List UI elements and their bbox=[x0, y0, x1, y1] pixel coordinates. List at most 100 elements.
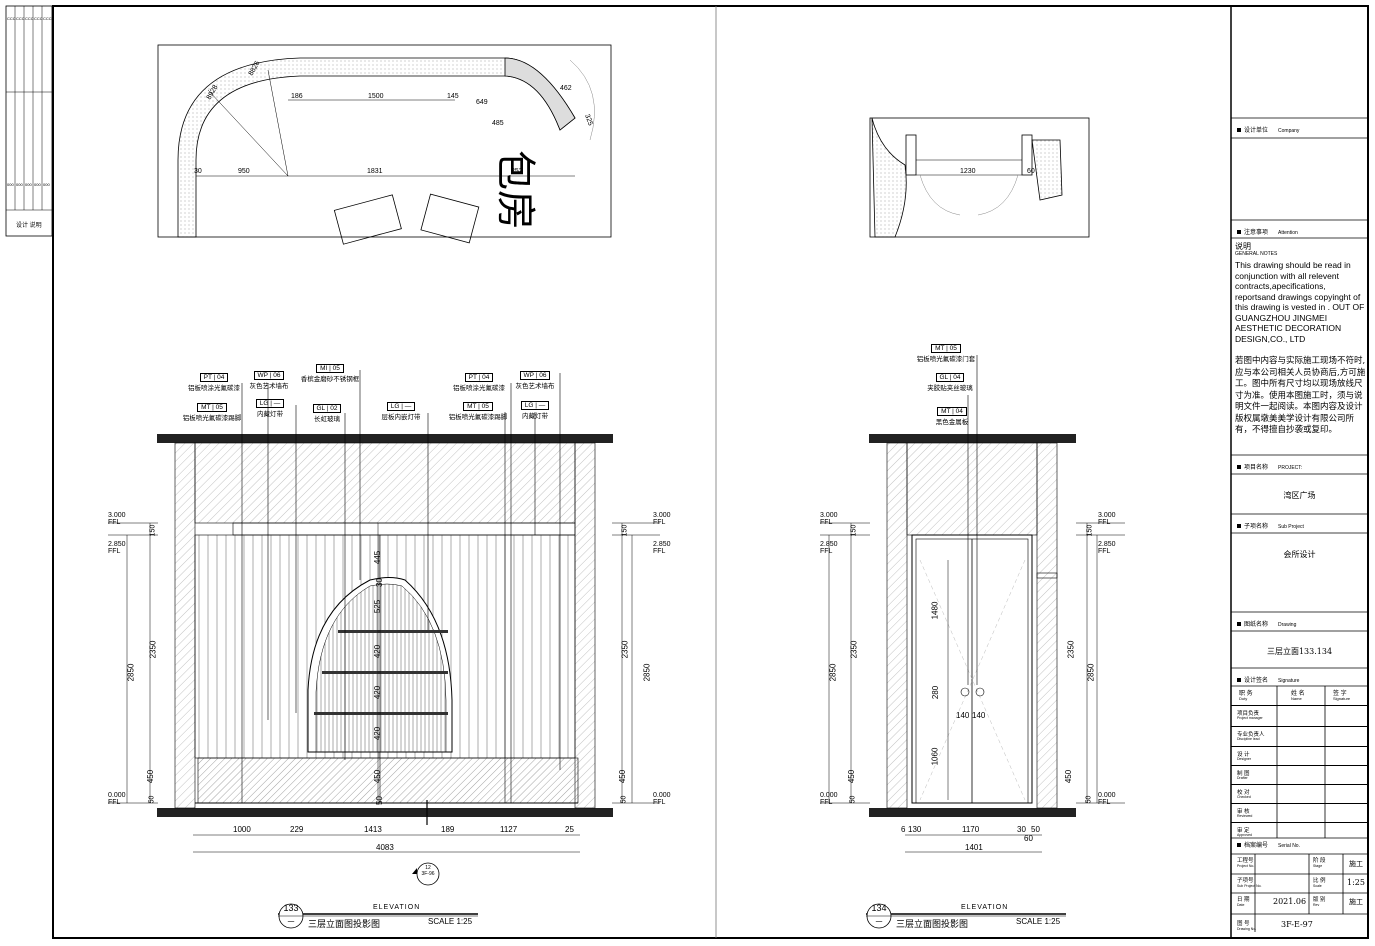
tag-code: WP bbox=[523, 372, 534, 379]
material-tag: MT | 04 黑色金属板 bbox=[930, 407, 974, 426]
elevation-134 bbox=[869, 355, 1076, 817]
elevation-label: ELEVATION bbox=[373, 904, 421, 911]
v-dim: 450 bbox=[847, 769, 857, 784]
center-dim: 140 bbox=[956, 711, 970, 720]
material-tag: GL | 04 夹胶贴夹丝玻璃 bbox=[922, 373, 978, 392]
h-dim: 130 bbox=[908, 825, 922, 834]
h-dim: 60 bbox=[1024, 834, 1033, 843]
v-dim: 2350 bbox=[620, 640, 630, 659]
stage-label: 阶 段 bbox=[1313, 858, 1326, 864]
tag-num: 05 bbox=[332, 365, 340, 372]
level-mark: 3.000 FFL bbox=[820, 512, 838, 526]
notes-en-title: GENERAL NOTES bbox=[1235, 251, 1278, 257]
level-mark: 0.000 FFL bbox=[820, 792, 838, 806]
subproject-no-label-en: Sub Project No. bbox=[1237, 884, 1262, 888]
plan-dim: 60 bbox=[1027, 168, 1035, 175]
v-dim: 2350 bbox=[148, 640, 158, 659]
h-dim: 25 bbox=[565, 825, 574, 834]
sig-header-row: 职 务 Duty 姓 名 Name 签 字 Signature bbox=[1239, 691, 1351, 701]
plan-view-133: 包房 bbox=[157, 44, 612, 245]
level-mark: 2.850 FFL bbox=[820, 541, 838, 555]
h-dim: 1127 bbox=[500, 825, 518, 834]
rev-label: 版 别 bbox=[1313, 897, 1326, 903]
level-mark: 3.000 FFL bbox=[108, 512, 126, 526]
v-dim: 150 bbox=[621, 524, 629, 537]
material-tag: LG | — 层板内嵌灯带 bbox=[374, 402, 428, 421]
tag-code: MT bbox=[467, 403, 477, 410]
plan-dim: 1831 bbox=[367, 168, 383, 175]
notes-cn-title: 说明 bbox=[1235, 242, 1251, 251]
center-dim: 420 bbox=[373, 644, 383, 659]
tag-code: MT bbox=[941, 408, 951, 415]
level-mark: 2.850 FFL bbox=[653, 541, 671, 555]
tag-code: PT bbox=[468, 374, 477, 381]
level-mark: 3.000 FFL bbox=[653, 512, 671, 526]
tag-num: 02 bbox=[330, 405, 338, 412]
date-label-en: Date bbox=[1237, 903, 1245, 907]
plan-dim: 1500 bbox=[368, 93, 384, 100]
center-dim: 445 bbox=[373, 550, 383, 565]
tag-desc: 长虹玻璃 bbox=[314, 415, 340, 423]
v-dim: 150 bbox=[149, 524, 157, 537]
center-dim: 50 bbox=[374, 796, 384, 805]
svg-text:包房: 包房 bbox=[492, 150, 538, 230]
tag-code: MI bbox=[320, 365, 328, 372]
tag-desc: 铝板喷光氟碳漆踢脚 bbox=[182, 414, 242, 422]
stage-value: 施工 bbox=[1349, 860, 1363, 868]
strip-label: CCC bbox=[16, 16, 25, 21]
project-no-label: 工程号 bbox=[1237, 858, 1254, 864]
tag-code: MT bbox=[935, 345, 945, 352]
drawing-title: 三层立面图投影图 bbox=[896, 920, 969, 930]
plan-dim: 145 bbox=[447, 93, 459, 100]
project-name: 湾区广场 bbox=[1283, 491, 1316, 500]
tag-desc: 灰色艺术墙布 bbox=[515, 382, 555, 390]
scale-label-en: Scale bbox=[1313, 884, 1322, 888]
tag-desc: 铝板喷光氟碳漆门套 bbox=[916, 355, 976, 363]
v-dim: 50 bbox=[849, 795, 857, 804]
h-dim: 1413 bbox=[364, 825, 382, 834]
rev-value: 施工 bbox=[1349, 898, 1363, 906]
center-dim: 1060 bbox=[930, 747, 940, 766]
stage-label-en: Stage bbox=[1313, 864, 1323, 868]
tag-desc: 内藏灯带 bbox=[522, 412, 548, 420]
h-dim: 1000 bbox=[233, 825, 251, 834]
strip-label: CCC bbox=[7, 16, 16, 21]
dim-lines-133 bbox=[108, 522, 660, 853]
h-dim-total: 4083 bbox=[376, 843, 394, 852]
elevation-label: ELEVATION bbox=[961, 904, 1009, 911]
plan-dim: 462 bbox=[560, 85, 572, 92]
material-tag: MT | 05 铝板喷光氟碳漆踢脚 bbox=[448, 402, 508, 421]
drawing-sub: 一 bbox=[875, 919, 883, 926]
level-mark: 2.850 FFL bbox=[1098, 541, 1116, 555]
tag-num: 05 bbox=[481, 403, 489, 410]
v-dim-total: 2850 bbox=[126, 663, 136, 682]
tag-num: 04 bbox=[955, 408, 963, 415]
drawing-no-value: 3F-E-97 bbox=[1281, 920, 1313, 929]
tag-code: LG bbox=[524, 402, 534, 409]
drawing-number: 133 bbox=[283, 903, 299, 913]
center-dim: 280 bbox=[931, 685, 941, 700]
level-mark: 3.000 FFL bbox=[1098, 512, 1116, 526]
v-dim: 450 bbox=[146, 769, 156, 784]
plan-dim: 325 bbox=[583, 113, 594, 126]
strip-bottom-label: 设计 说明 bbox=[16, 223, 42, 229]
rev-label-en: Rev bbox=[1313, 903, 1320, 907]
tag-code: GL bbox=[316, 405, 325, 412]
plan-dim: 252 bbox=[511, 168, 523, 175]
v-dim-total: 2850 bbox=[828, 663, 838, 682]
material-tag: MI | 05 香槟金磨砂不锈钢框 bbox=[300, 364, 360, 383]
dim-lines-134 bbox=[820, 522, 1125, 853]
plan-view-134 bbox=[869, 117, 1090, 238]
center-dim: 420 bbox=[373, 726, 383, 741]
center-dim: 525 bbox=[373, 599, 383, 614]
material-tag: GL | 02 长虹玻璃 bbox=[302, 404, 352, 423]
left-strip bbox=[5, 5, 53, 237]
drawing-name: 三层立面133.134 bbox=[1266, 647, 1333, 656]
